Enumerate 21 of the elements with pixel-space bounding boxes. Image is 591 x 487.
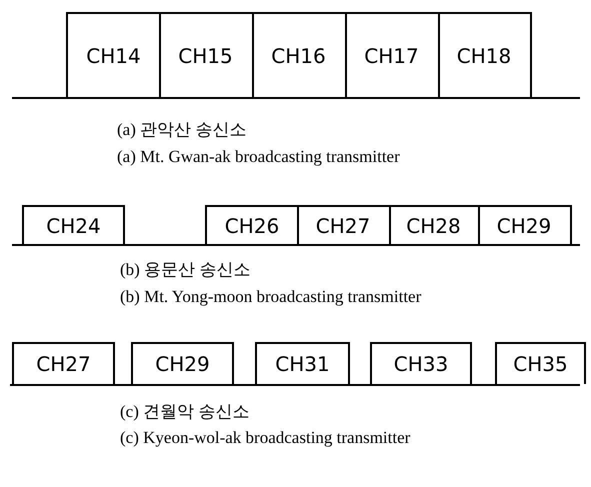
channel-box: CH31 [255,342,350,384]
channel-box: CH26 [205,205,299,244]
channel-box: CH28 [389,205,480,244]
channel-box: CH27 [297,205,391,244]
channel-box: CH29 [478,205,572,244]
channel-box: CH15 [159,12,254,97]
channel-box: CH33 [370,342,472,384]
caption: (c) Kyeon-wol-ak broadcasting transmitter [120,428,410,448]
channel-box: CH35 [495,342,586,384]
caption: (a) 관악산 송신소 [117,119,246,141]
channel-box: CH16 [252,12,347,97]
caption: (c) 견월악 송신소 [120,401,250,423]
channel-box: CH18 [438,12,532,97]
channel-box: CH29 [131,342,234,384]
caption: (b) Mt. Yong-moon broadcasting transmitter [120,287,422,307]
caption: (a) Mt. Gwan-ak broadcasting transmitter [117,147,400,167]
caption: (b) 용문산 송신소 [120,259,250,281]
channel-box: CH14 [66,12,161,97]
channel-box: CH27 [12,342,115,384]
channel-box: CH24 [22,205,125,244]
channel-box: CH17 [345,12,440,97]
